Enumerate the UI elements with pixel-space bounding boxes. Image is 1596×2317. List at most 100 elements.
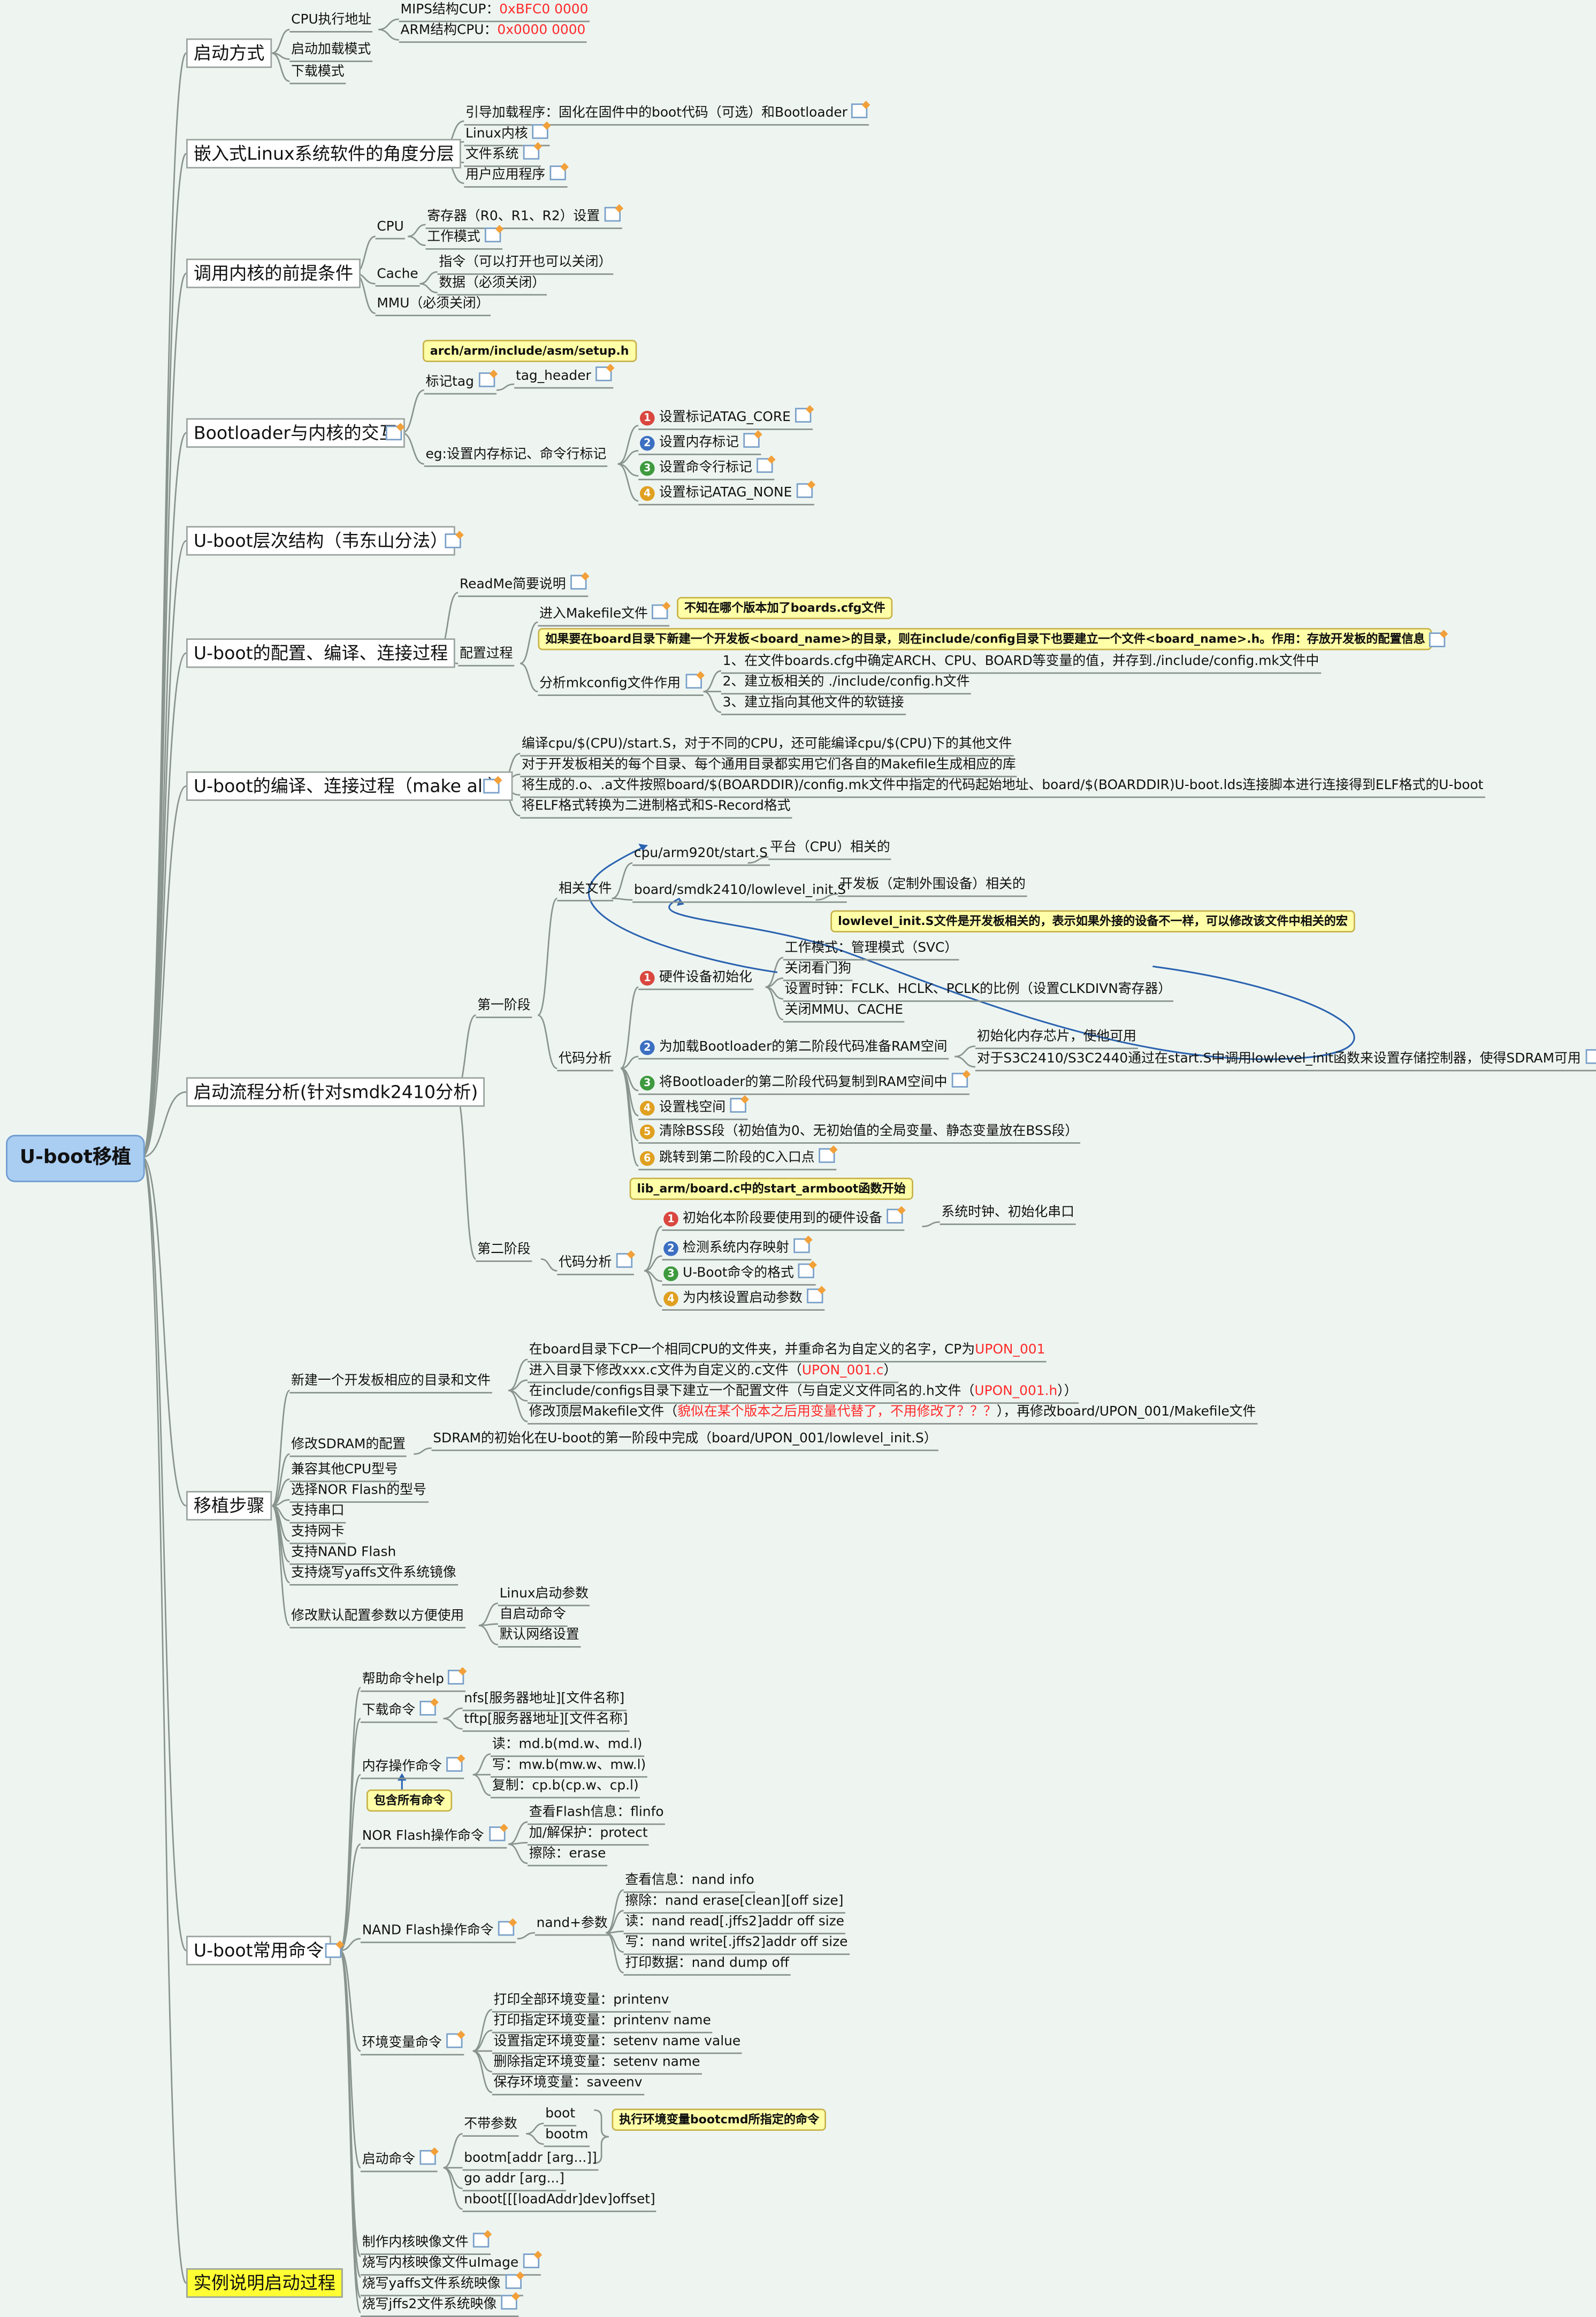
node-boot-load-mode[interactable]: 启动加载模式 xyxy=(289,41,373,63)
note-icon[interactable] xyxy=(488,1826,505,1841)
node-code-analysis-1[interactable]: 代码分析 xyxy=(557,1051,614,1072)
node-other-cpu[interactable]: 兼容其他CPU型号 xyxy=(289,1462,400,1482)
topic-boot-mode[interactable]: 启动方式 xyxy=(186,38,272,68)
note-icon[interactable] xyxy=(419,2150,436,2165)
node-linux-bootargs[interactable]: Linux启动参数 xyxy=(498,1586,590,1607)
note-icon[interactable] xyxy=(419,1701,436,1716)
node-cpu[interactable]: CPU xyxy=(375,219,406,240)
note-icon[interactable] xyxy=(616,1253,633,1268)
node-rename-c[interactable]: 进入目录下修改xxx.c文件为自定义的.c文件（UPON_001.c） xyxy=(528,1363,899,1383)
node-autoboot[interactable]: 自启动命令 xyxy=(498,1606,568,1627)
note-icon[interactable] xyxy=(484,227,501,242)
node-printenv-name[interactable]: 打印指定环境变量：printenv name xyxy=(492,2013,713,2033)
node-burn-uimage[interactable]: 烧写内核映像文件uImage xyxy=(360,2253,541,2276)
note-icon[interactable] xyxy=(1585,1049,1596,1064)
node-nand-params[interactable]: nand+参数 xyxy=(534,1915,609,1936)
node-clock[interactable]: 设置时钟：FCLK、HCLK、PCLK的比例（设置CLKDIVN寄存器） xyxy=(783,981,1173,1002)
node-build-4[interactable]: 将ELF格式转换为二进制格式和S-Record格式 xyxy=(520,798,792,819)
note-icon[interactable] xyxy=(743,433,760,448)
note-icon[interactable] xyxy=(757,458,773,473)
note-icon[interactable] xyxy=(852,103,868,118)
note-icon[interactable] xyxy=(523,144,540,160)
node-setenv[interactable]: 设置指定环境变量：setenv name value xyxy=(492,2033,742,2054)
node-yaffs[interactable]: 支持烧写yaffs文件系统镜像 xyxy=(289,1565,458,1586)
topic-bootloader-kernel[interactable]: Bootloader与内核的交互 xyxy=(186,418,404,448)
node-nfs[interactable]: nfs[服务器地址][文件名称] xyxy=(462,1691,627,1711)
node-top-makefile[interactable]: 修改顶层Makefile文件（貌似在某个版本之后用变量代替了，不用修改了？？？）… xyxy=(528,1404,1258,1425)
node-default-config[interactable]: 修改默认配置参数以方便使用 xyxy=(289,1608,466,1628)
note-icon[interactable] xyxy=(685,674,701,689)
note-icon[interactable] xyxy=(570,575,587,590)
node-config-h[interactable]: 在include/configs目录下建立一个配置文件（与自定义文件同名的.h文… xyxy=(528,1383,1079,1404)
node-make-image[interactable]: 制作内核映像文件 xyxy=(360,2232,491,2255)
note-icon[interactable] xyxy=(325,1943,342,1958)
node-nand-info[interactable]: 查看信息：nand info xyxy=(623,1872,756,1893)
note-icon[interactable] xyxy=(385,425,402,441)
node-tftp[interactable]: tftp[服务器地址][文件名称] xyxy=(462,1711,630,1732)
node-dcache[interactable]: 数据（必须关闭） xyxy=(437,275,547,296)
node-kernel-layer[interactable]: Linux内核 xyxy=(464,124,551,147)
node-cp-folder[interactable]: 在board目录下CP一个相同CPU的文件夹，并重命名为自定义的名字，CP为UP… xyxy=(528,1342,1047,1363)
node-sdram-ctrl[interactable]: 对于S3C2410/S3C2440通过在start.S中调用lowlevel_i… xyxy=(975,1049,1596,1072)
note-icon[interactable] xyxy=(793,1238,810,1253)
node-related-files[interactable]: 相关文件 xyxy=(557,881,614,901)
node-printenv-all[interactable]: 打印全部环境变量：printenv xyxy=(492,1992,671,2013)
root-topic[interactable]: U-boot移植 xyxy=(6,1135,145,1182)
node-code-analysis-2[interactable]: 代码分析 xyxy=(557,1253,634,1275)
node-stage2[interactable]: 第二阶段 xyxy=(476,1241,532,1262)
node-work-mode[interactable]: 工作模式 xyxy=(425,227,503,250)
node-mkconfig[interactable]: 分析mkconfig文件作用 xyxy=(538,674,703,696)
node-net-settings[interactable]: 默认网络设置 xyxy=(498,1627,581,1648)
node-init-mem[interactable]: 初始化内存芯片，使他可用 xyxy=(975,1028,1138,1050)
note-icon[interactable] xyxy=(478,372,495,387)
note-icon[interactable] xyxy=(807,1288,823,1304)
node-fs-layer[interactable]: 文件系统 xyxy=(464,144,541,167)
node-md[interactable]: 读：md.b(md.w、md.l) xyxy=(490,1736,644,1757)
node-serial[interactable]: 支持串口 xyxy=(289,1503,346,1524)
node-bootm-plain[interactable]: bootm xyxy=(544,2127,590,2147)
node-boot-cmd[interactable]: 启动命令 xyxy=(360,2150,438,2173)
node-tag[interactable]: 标记tag xyxy=(424,372,497,395)
node-svc-mode[interactable]: 工作模式：管理模式（SVC） xyxy=(783,940,959,961)
note-icon[interactable] xyxy=(446,2033,463,2048)
node-cp[interactable]: 复制：cp.b(cp.w、cp.l) xyxy=(490,1778,640,1799)
node-saveenv[interactable]: 保存环境变量：saveenv xyxy=(492,2075,644,2096)
note-icon[interactable] xyxy=(887,1209,903,1224)
node-mmu-cache[interactable]: 关闭MMU、CACHE xyxy=(783,1002,905,1023)
topic-boot-flow[interactable]: 启动流程分析(针对smdk2410分析) xyxy=(186,1077,486,1107)
node-mips-addr[interactable]: MIPS结构CUP：0xBFC0 0000 xyxy=(399,2,590,22)
node-mw[interactable]: 写：mw.b(mw.w、mw.l) xyxy=(490,1757,648,1778)
note-icon[interactable] xyxy=(604,207,621,222)
node-sdram-init[interactable]: SDRAM的初始化在U-boot的第一阶段中完成（board/UPON_001/… xyxy=(431,1431,939,1451)
node-makefile[interactable]: 进入Makefile文件 xyxy=(538,604,670,627)
note-icon[interactable] xyxy=(796,483,813,498)
node-mkconfig-1[interactable]: 1、在文件boards.cfg中确定ARCH、CPU、BOARD等变量的值，并存… xyxy=(721,653,1321,674)
node-registers[interactable]: 寄存器（R0、R1、R2）设置 xyxy=(425,207,622,230)
topic-common-commands[interactable]: U-boot常用命令 xyxy=(186,1936,332,1966)
node-arm-addr[interactable]: ARM结构CPU：0x0000 0000 xyxy=(399,22,587,43)
topic-software-layers[interactable]: 嵌入式Linux系统软件的角度分层 xyxy=(186,139,462,169)
topic-uboot-build[interactable]: U-boot的编译、连接过程（make all） xyxy=(186,771,513,801)
note-icon[interactable] xyxy=(498,1921,515,1936)
note-icon[interactable] xyxy=(652,604,669,620)
node-new-board-dir[interactable]: 新建一个开发板相应的目录和文件 xyxy=(289,1373,492,1394)
node-cache[interactable]: Cache xyxy=(375,266,420,287)
node-build-1[interactable]: 编译cpu/$(CPU)/start.S，对于不同的CPU，还可能编译cpu/$… xyxy=(520,736,1014,757)
node-nand-dump[interactable]: 打印数据：nand dump off xyxy=(623,1955,791,1976)
node-bootm[interactable]: bootm[addr [arg...]] xyxy=(462,2150,599,2171)
node-boot[interactable]: boot xyxy=(544,2106,577,2127)
node-config-process[interactable]: 配置过程 xyxy=(458,646,515,667)
node-go[interactable]: go addr [arg...] xyxy=(462,2171,566,2192)
node-nand-cmd[interactable]: NAND Flash操作命令 xyxy=(360,1921,516,1944)
topic-port-steps[interactable]: 移植步骤 xyxy=(186,1490,272,1521)
node-no-args[interactable]: 不带参数 xyxy=(462,2116,519,2137)
node-icache[interactable]: 指令（可以打开也可以关闭） xyxy=(437,254,614,275)
note-icon[interactable] xyxy=(795,408,812,423)
